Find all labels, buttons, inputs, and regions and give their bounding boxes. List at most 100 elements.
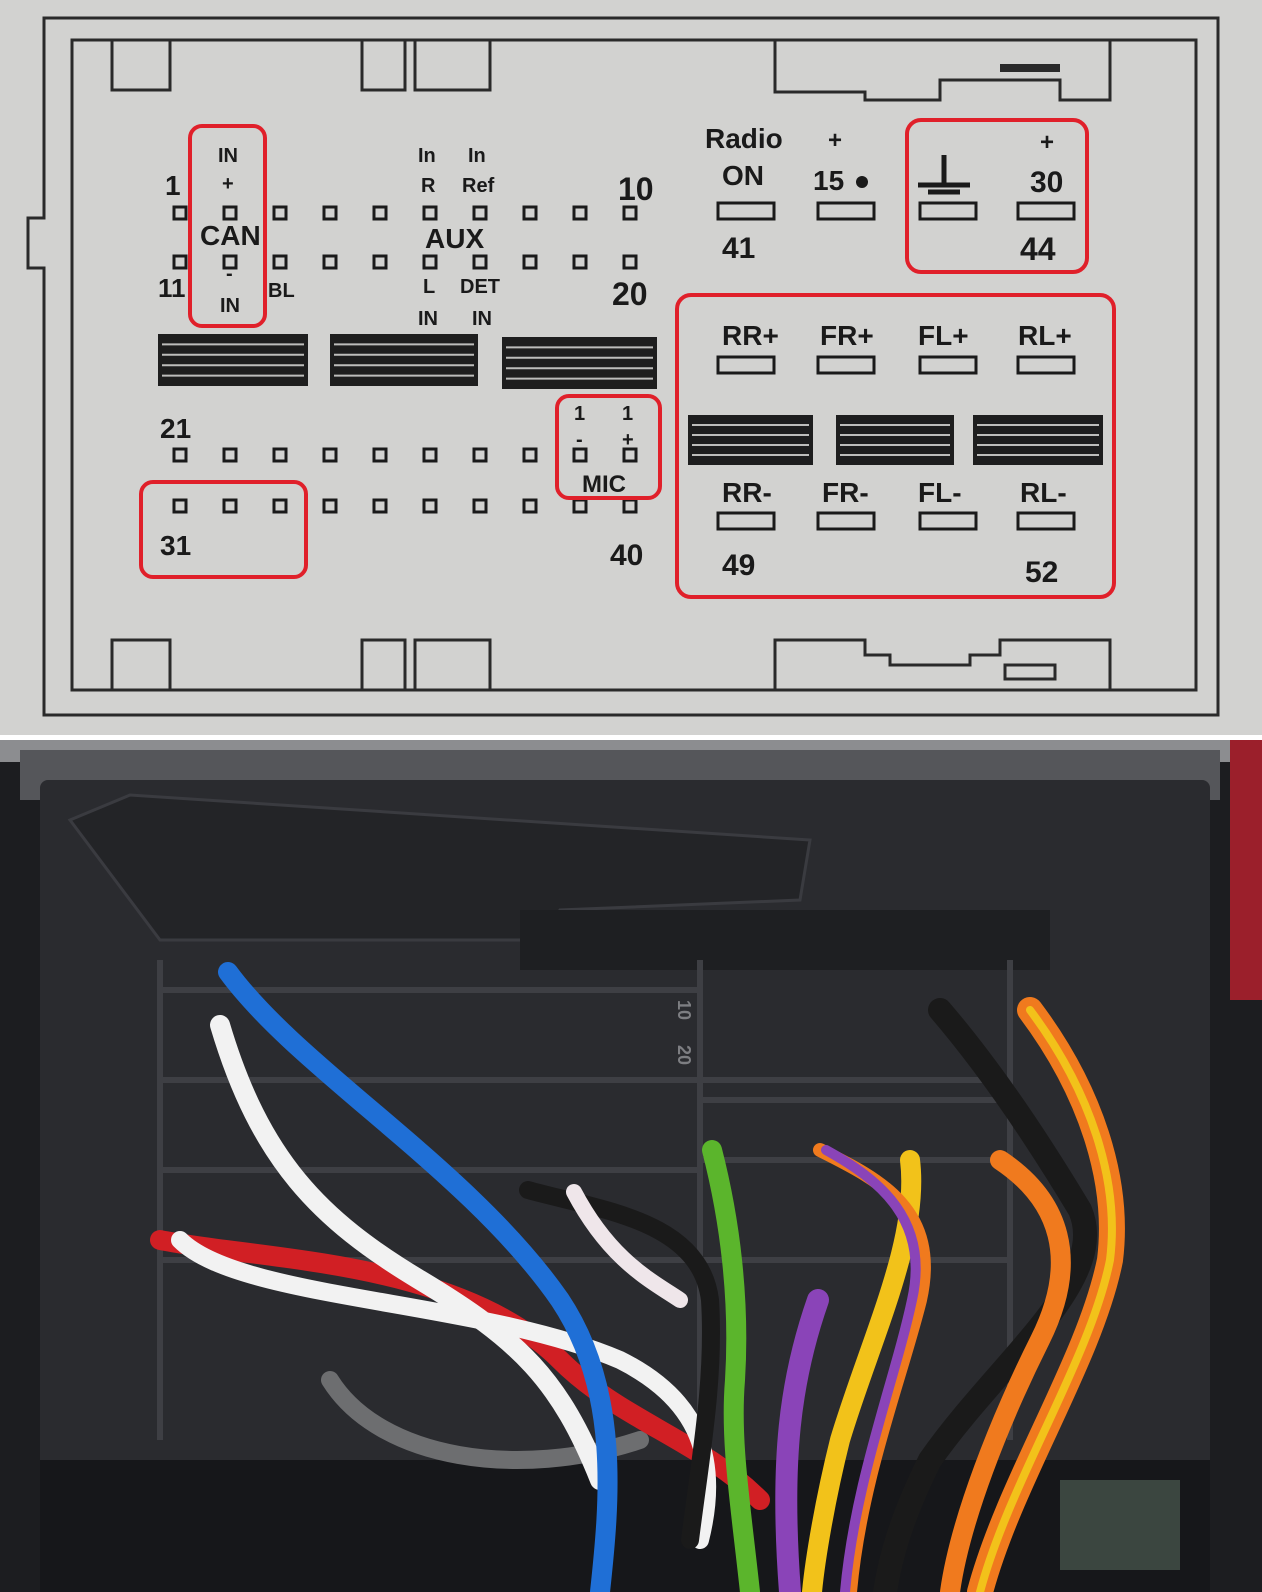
large-pin-slot — [816, 511, 876, 531]
battery-30-label: 30 — [1030, 166, 1063, 199]
pin-number-40: 40 — [610, 539, 643, 572]
pin-square — [622, 447, 638, 463]
latch-block — [502, 337, 657, 389]
pin-square — [422, 447, 438, 463]
latch-block — [688, 415, 813, 465]
wire-white-pink — [566, 1184, 688, 1308]
pin-square — [472, 254, 488, 270]
can-label: CAN — [200, 220, 261, 251]
mic-label: MIC — [582, 471, 626, 498]
pin-square — [222, 205, 238, 221]
pin-square — [522, 205, 538, 221]
large-pin-slot — [918, 201, 978, 221]
pin-square — [172, 254, 188, 270]
pin-number-44: 44 — [1020, 231, 1056, 267]
wire-black — [519, 1181, 720, 1549]
aux-det-in-label-2: IN — [472, 308, 492, 330]
latch-block — [973, 415, 1103, 465]
pin-square — [622, 205, 638, 221]
can-top-label-1: IN — [218, 145, 238, 167]
aux-in-ref-label-1: In — [468, 145, 486, 167]
pin-number-10: 10 — [618, 171, 654, 207]
highlight-ground-battery-pins — [905, 118, 1089, 274]
pin-square — [222, 447, 238, 463]
pin-square — [522, 254, 538, 270]
connector-photo: 10 20 — [0, 740, 1262, 1592]
wire-blue — [218, 962, 618, 1592]
pin-square — [472, 447, 488, 463]
radio-on-label-1: Radio — [705, 123, 783, 154]
pin-square — [372, 205, 388, 221]
aux-in-ref-label-2: Ref — [462, 175, 495, 197]
ignition-plus: + — [828, 127, 842, 154]
large-pin-slot — [1016, 201, 1076, 221]
bl-label: BL — [268, 280, 295, 302]
pin-number-41: 41 — [722, 232, 755, 265]
pin-square — [572, 447, 588, 463]
aux-l-in-label-1: L — [423, 276, 435, 298]
pin-square — [322, 447, 338, 463]
large-pin-slot — [716, 201, 776, 221]
pin-number-21: 21 — [160, 413, 191, 444]
highlight-speaker-pins — [675, 293, 1116, 599]
pin-square — [322, 498, 338, 514]
speaker-fr-plus-label: FR+ — [820, 320, 874, 351]
housing-inner-outline — [70, 38, 1198, 692]
large-pin-slot — [1016, 355, 1076, 375]
pin-square — [272, 498, 288, 514]
wire-bundle — [150, 962, 1125, 1592]
aux-in-r-label-1: In — [418, 145, 436, 167]
pin-square — [472, 205, 488, 221]
pin-square — [422, 205, 438, 221]
pin-square — [272, 447, 288, 463]
pin-number-11: 11 — [158, 273, 186, 303]
aux-label: AUX — [425, 223, 484, 254]
latch-block — [330, 334, 478, 386]
pinout-diagram: 1 10 11 20 21 31 40 41 44 49 52 IN + CAN… — [0, 0, 1262, 735]
aux-l-in-label-2: IN — [418, 308, 438, 330]
pin-number-52: 52 — [1025, 556, 1058, 589]
mic-col2-sign: + — [622, 429, 634, 451]
pin-number-31: 31 — [160, 530, 191, 561]
highlight-mic-pins — [555, 394, 662, 500]
wire-green — [702, 1140, 760, 1592]
large-pin-slot — [816, 201, 876, 221]
can-bottom-label-1: - — [226, 263, 233, 285]
pin-square — [222, 254, 238, 270]
pin-square — [222, 498, 238, 514]
battery-plus: + — [1040, 129, 1054, 156]
speaker-rl-plus-label: RL+ — [1018, 320, 1072, 351]
speaker-rr-plus-label: RR+ — [722, 320, 779, 351]
pin-square — [522, 447, 538, 463]
pin-square — [572, 498, 588, 514]
large-pin-slot — [1016, 511, 1076, 531]
latch-block — [836, 415, 954, 465]
wire-white — [210, 1015, 610, 1490]
speaker-rr-minus-label: RR- — [722, 477, 772, 508]
pin-square — [172, 205, 188, 221]
speaker-fl-minus-label: FL- — [918, 477, 962, 508]
ground-icon — [918, 155, 970, 195]
large-pin-slot — [816, 355, 876, 375]
large-pin-slot — [716, 511, 776, 531]
mic-col1-number: 1 — [574, 403, 585, 425]
large-pin-slot — [918, 355, 978, 375]
pin-square — [472, 498, 488, 514]
pin-square — [422, 254, 438, 270]
pin-squares — [172, 205, 638, 514]
highlight-can-pins — [188, 124, 267, 328]
large-pin-slot — [918, 511, 978, 531]
connector-mark-10: 10 — [674, 1000, 694, 1020]
wire-purple — [821, 1145, 921, 1592]
pin-square — [322, 205, 338, 221]
can-bottom-label-2: IN — [220, 295, 240, 317]
highlight-pins-31-33 — [139, 480, 308, 579]
housing-outline — [26, 16, 1220, 717]
pin-square — [622, 254, 638, 270]
pin-number-20: 20 — [612, 276, 648, 312]
large-pin-slots — [716, 201, 1076, 531]
pin-square — [322, 254, 338, 270]
pin-square — [172, 498, 188, 514]
ignition-dot-icon — [856, 176, 868, 188]
